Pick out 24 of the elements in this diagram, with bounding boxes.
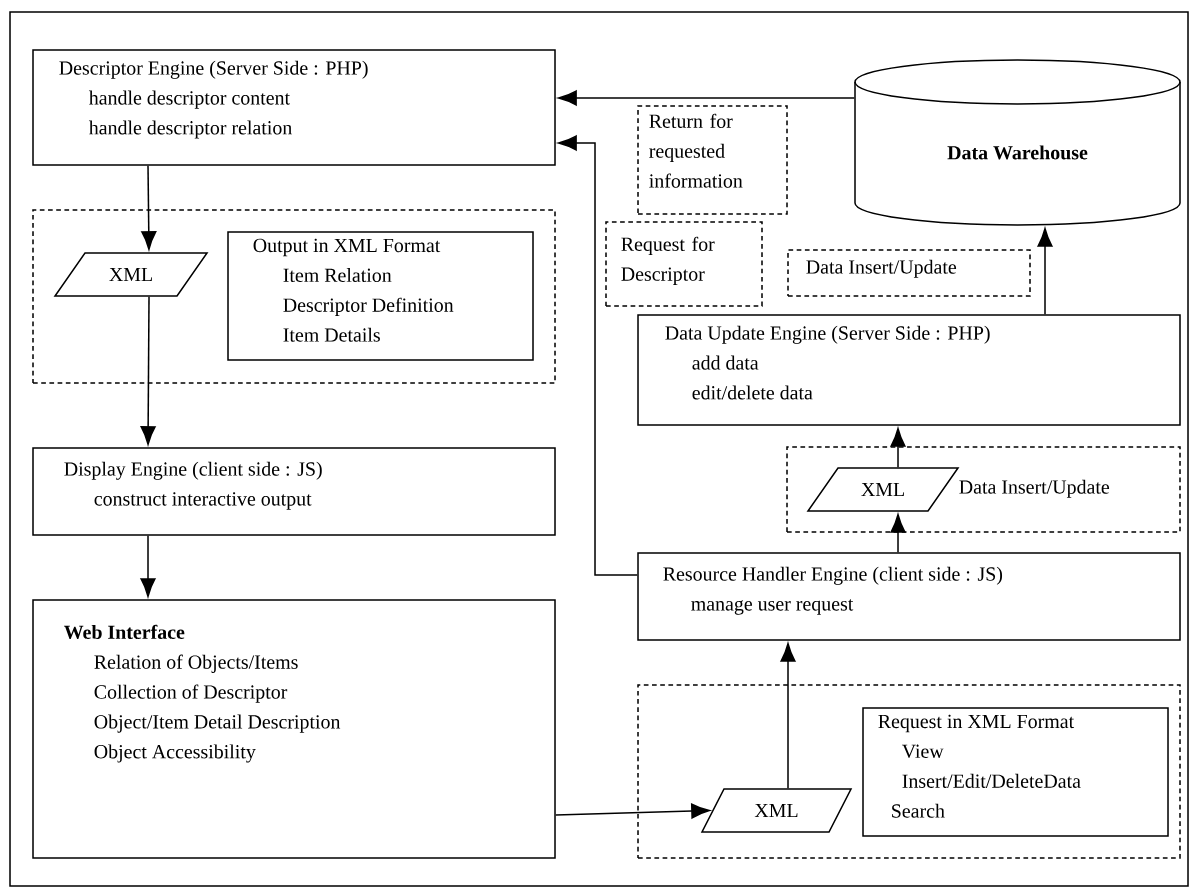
process-box: Resource Handler Engine (client side : JS) manage user request <box>637 552 1181 641</box>
arrow <box>140 535 156 597</box>
process-box: Output in XML Format Item Relation Descriptor Definition Item Details <box>227 231 534 361</box>
process-box: Data Update Engine (Server Side : PHP) add data edit/delete data <box>637 314 1181 426</box>
note-box: Return for requested information <box>637 105 788 215</box>
arrow <box>141 165 157 250</box>
arrow <box>890 428 906 468</box>
arrow <box>140 296 156 445</box>
process-box: Web Interface Relation of Objects/Items Collection of Descriptor Object/Item Detail Description Object Accessibility <box>32 599 556 859</box>
arrow <box>558 90 855 106</box>
arrow <box>558 135 638 576</box>
arrow <box>890 514 906 553</box>
note-box: Data Insert/Update <box>787 249 1031 297</box>
process-box: Request in XML Format View Insert/Edit/DeleteData Search <box>862 707 1169 837</box>
arrow <box>780 643 796 789</box>
process-box: Descriptor Engine (Server Side : PHP) handle descriptor content handle descriptor relation <box>32 49 556 166</box>
dashed-group-box <box>32 209 556 384</box>
database-cylinder: Data Warehouse <box>854 59 1181 226</box>
arrow <box>1037 228 1053 315</box>
dashed-group-box <box>637 684 1181 859</box>
process-box: Display Engine (client side : JS) construct interactive output <box>32 447 556 536</box>
node-label: Data Warehouse <box>947 145 1088 160</box>
note-box: Request for Descriptor <box>605 221 763 307</box>
arrow <box>555 803 710 819</box>
